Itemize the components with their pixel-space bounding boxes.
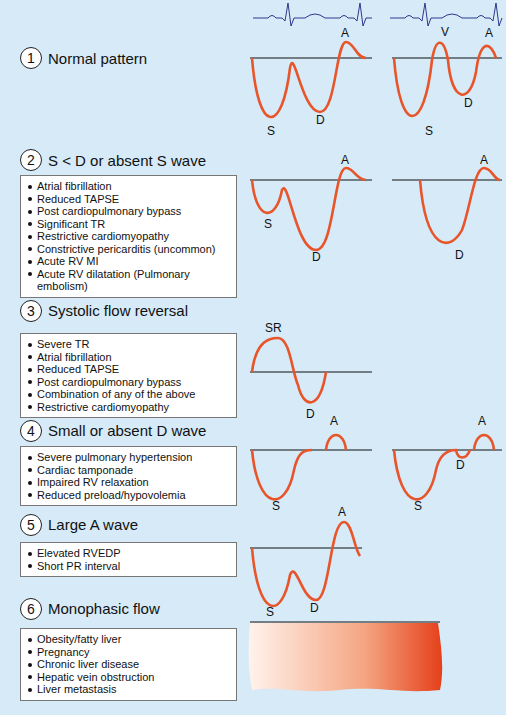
cause-item: Severe pulmonary hypertension xyxy=(26,451,231,464)
cause-item: Reduced TAPSE xyxy=(26,363,231,376)
section-heading: Normal pattern xyxy=(48,50,147,67)
section-number: 3 xyxy=(20,300,42,322)
cause-item: Restrictive cardiomyopathy xyxy=(26,230,231,243)
cause-list-box: Atrial fibrillationReduced TAPSEPost car… xyxy=(20,175,237,298)
cause-item: Pregnancy xyxy=(26,646,231,659)
section-heading: Large A wave xyxy=(48,516,138,533)
cause-item: Acute RV dilatation (Pulmonary embolism) xyxy=(26,268,231,293)
cause-item: Impaired RV relaxation xyxy=(26,476,231,489)
section-number: 6 xyxy=(20,598,42,620)
wave-label: A xyxy=(478,415,486,428)
wave-label: A xyxy=(341,154,349,167)
cause-item: Acute RV MI xyxy=(26,255,231,268)
cause-list-box: Severe pulmonary hypertensionCardiac tam… xyxy=(20,446,237,506)
doppler-wave xyxy=(252,42,500,606)
section-heading: Monophasic flow xyxy=(48,600,160,617)
section-heading: S < D or absent S wave xyxy=(48,152,206,169)
cause-item: Constrictive pericarditis (uncommon) xyxy=(26,243,231,256)
callout-number: 6 xyxy=(27,601,35,617)
cause-list-box: Obesity/fatty liverPregnancyChronic live… xyxy=(20,628,237,701)
cause-item: Reduced preload/hypovolemia xyxy=(26,489,231,502)
cause-item: Significant TR xyxy=(26,218,231,231)
callout-number: 4 xyxy=(27,423,35,439)
section-number: 4 xyxy=(20,420,42,442)
callout-number: 1 xyxy=(27,50,35,66)
cause-item: Liver metastasis xyxy=(26,683,231,696)
section-heading: Small or absent D wave xyxy=(48,422,206,439)
wave-label: D xyxy=(456,459,465,472)
wave-label: D xyxy=(316,114,325,127)
wave-label: D xyxy=(310,602,319,615)
cause-item: Atrial fibrillation xyxy=(26,351,231,364)
wave-label: S xyxy=(425,125,433,138)
wave-label: S xyxy=(264,218,272,231)
wave-label: S xyxy=(272,500,280,513)
cause-item: Restrictive cardiomyopathy xyxy=(26,401,231,414)
cause-item: Combination of any of the above xyxy=(26,388,231,401)
wave-label: A xyxy=(330,415,338,428)
wave-label: S xyxy=(266,606,274,619)
cause-item: Obesity/fatty liver xyxy=(26,633,231,646)
wave-label: A xyxy=(485,27,493,40)
wave-label: D xyxy=(464,97,473,110)
cause-item: Hepatic vein obstruction xyxy=(26,671,231,684)
wave-label: S xyxy=(267,125,275,138)
callout-number: 5 xyxy=(27,517,35,533)
cause-item: Cardiac tamponade xyxy=(26,464,231,477)
cause-item: Atrial fibrillation xyxy=(26,180,231,193)
wave-label: SR xyxy=(265,322,282,335)
wave-label: S xyxy=(414,500,422,513)
callout-number: 3 xyxy=(27,303,35,319)
cause-list-box: Elevated RVEDPShort PR interval xyxy=(20,542,237,577)
baseline xyxy=(250,58,502,622)
cause-list-box: Severe TRAtrial fibrillationReduced TAPS… xyxy=(20,333,237,418)
wave-label: D xyxy=(455,249,464,262)
wave-label: D xyxy=(312,251,321,264)
wave-label: D xyxy=(306,408,315,421)
monophasic-flow-fill xyxy=(249,623,442,691)
wave-label: A xyxy=(338,506,346,519)
cause-item: Post cardiopulmonary bypass xyxy=(26,376,231,389)
cause-item: Severe TR xyxy=(26,338,231,351)
ecg-trace xyxy=(253,3,502,26)
cause-item: Elevated RVEDP xyxy=(26,547,231,560)
cause-item: Short PR interval xyxy=(26,560,231,573)
wave-label: V xyxy=(441,26,449,39)
callout-number: 2 xyxy=(27,152,35,168)
section-heading: Systolic flow reversal xyxy=(48,302,188,319)
cause-item: Reduced TAPSE xyxy=(26,193,231,206)
wave-label: A xyxy=(480,154,488,167)
wave-label: A xyxy=(341,27,349,40)
cause-item: Post cardiopulmonary bypass xyxy=(26,205,231,218)
cause-item: Chronic liver disease xyxy=(26,658,231,671)
section-number: 1 xyxy=(20,47,42,69)
section-number: 5 xyxy=(20,514,42,536)
section-number: 2 xyxy=(20,149,42,171)
